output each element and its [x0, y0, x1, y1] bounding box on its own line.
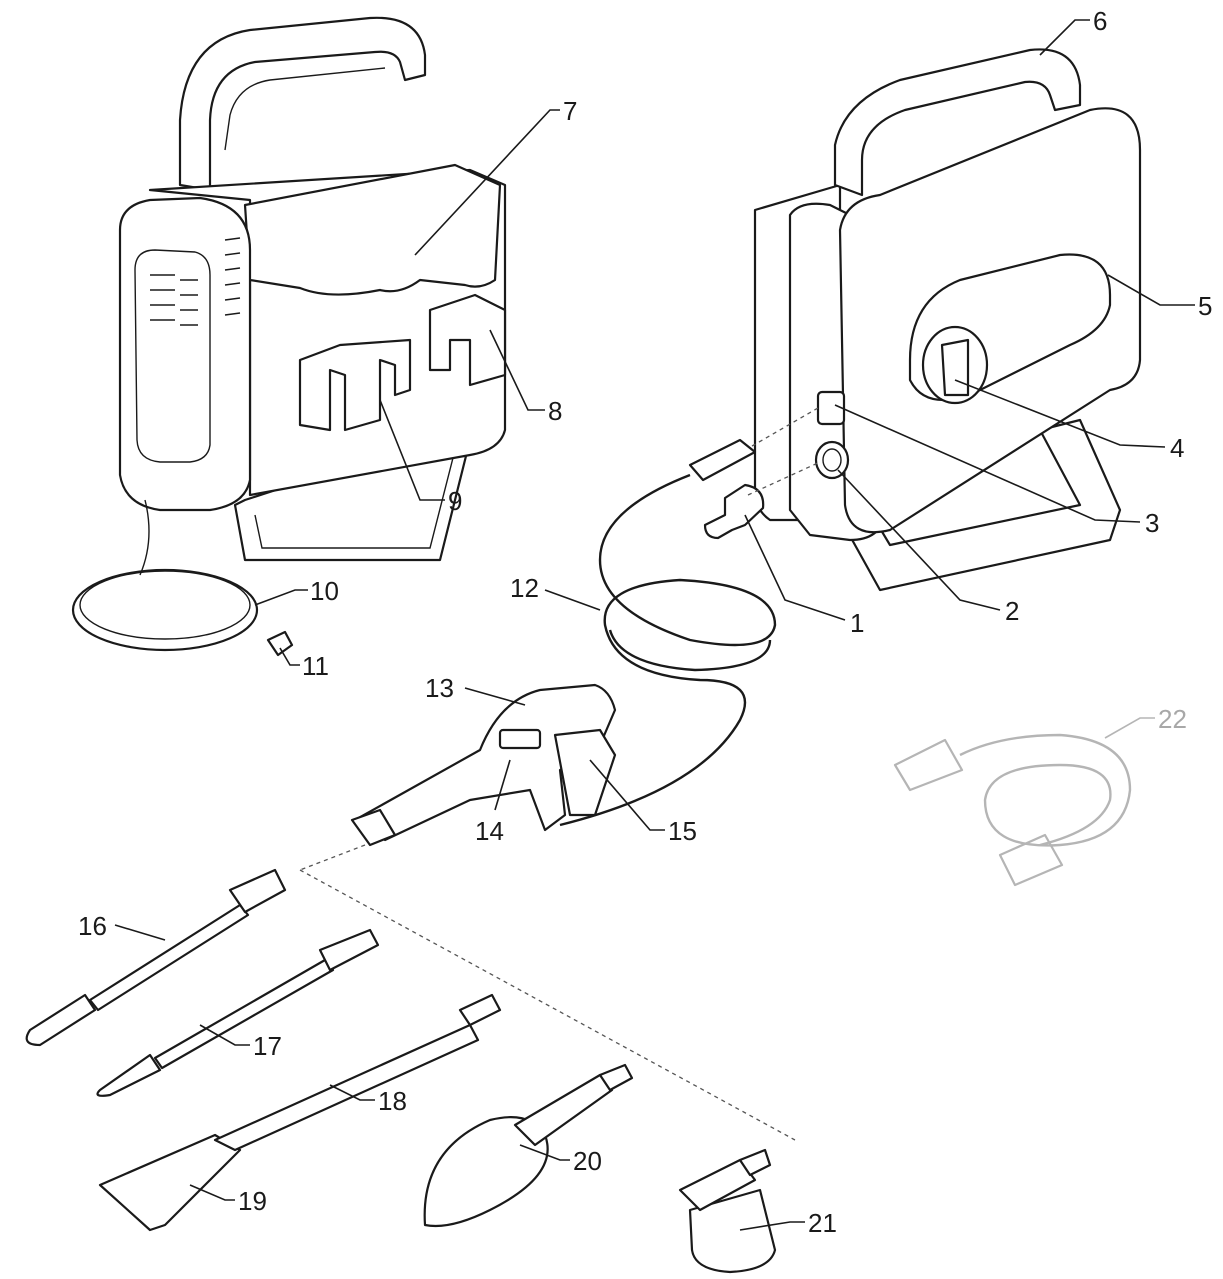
- callout-8: 8: [548, 396, 562, 426]
- callout-17: 17: [253, 1031, 282, 1061]
- callout-labels: 1 2 3 4 5 6 7 8 9 10 11 12 13 14 15 16 1…: [78, 6, 1212, 1238]
- callout-11: 11: [302, 651, 329, 681]
- callout-21: 21: [808, 1208, 837, 1238]
- lance-17: [96, 928, 380, 1097]
- callout-10: 10: [310, 576, 339, 606]
- brush-20: [423, 1063, 634, 1228]
- callout-13: 13: [425, 673, 454, 703]
- callout-4: 4: [1170, 433, 1184, 463]
- spray-gun: [350, 683, 617, 847]
- machine-front-view: [703, 48, 1142, 592]
- callout-18: 18: [378, 1086, 407, 1116]
- callout-3: 3: [1145, 508, 1159, 538]
- callout-5: 5: [1198, 291, 1212, 321]
- callout-14: 14: [475, 816, 504, 846]
- callout-6: 6: [1093, 6, 1107, 36]
- callout-2: 2: [1005, 596, 1019, 626]
- callout-15: 15: [668, 816, 697, 846]
- callout-20: 20: [573, 1146, 602, 1176]
- callout-7: 7: [563, 96, 577, 126]
- foam-nozzle-21: [678, 1148, 777, 1274]
- callout-19: 19: [238, 1186, 267, 1216]
- surface-cleaner-18-19: [98, 993, 502, 1232]
- callout-1: 1: [850, 608, 864, 638]
- leader-lines: [114, 19, 1195, 1231]
- callout-22: 22: [1158, 704, 1187, 734]
- lance-16: [25, 868, 287, 1047]
- garden-hose-22: [893, 733, 1132, 887]
- machine-rear-view: [71, 16, 507, 657]
- callout-16: 16: [78, 911, 107, 941]
- callout-12: 12: [510, 573, 539, 603]
- high-pressure-hose: [559, 407, 819, 827]
- callout-9: 9: [448, 486, 462, 516]
